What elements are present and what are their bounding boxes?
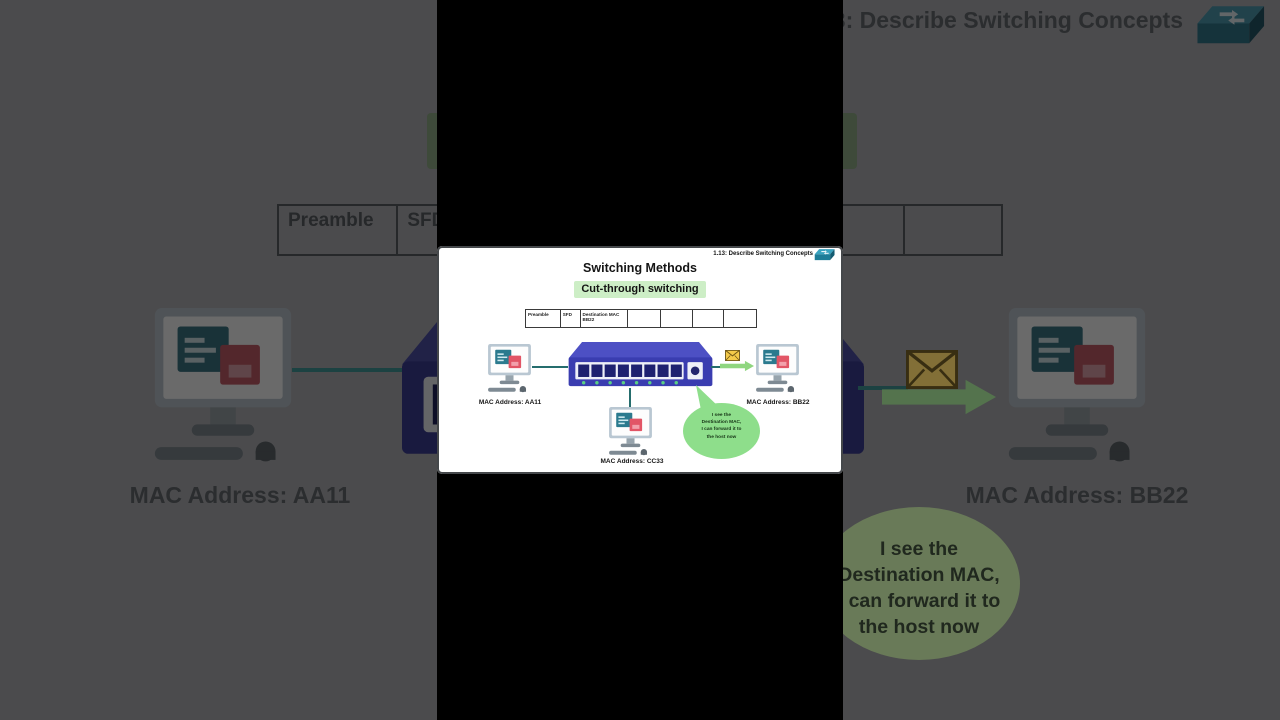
table-cell: Preamble xyxy=(279,206,399,254)
speech-bubble: I see the Destination MAC, I can forward… xyxy=(818,507,1020,660)
speech-bubble-line: Destination MAC, xyxy=(838,563,1000,586)
speech-bubble-line: I can forward it to xyxy=(837,589,1001,612)
table-cell: Preamble xyxy=(526,310,561,327)
green-arrow-right-icon xyxy=(720,360,754,372)
envelope-icon xyxy=(725,350,740,361)
table-cell xyxy=(661,310,693,327)
slide-subtitle: Cut-through switching xyxy=(574,281,706,298)
slide-cut-through-switching: 1.13: Describe Switching Concepts Switch… xyxy=(437,246,843,474)
table-cell xyxy=(724,310,756,327)
mac-address-label: MAC Address: BB22 xyxy=(965,482,1189,508)
speech-bubble-line: the host now xyxy=(858,615,980,638)
desktop-computer-icon xyxy=(487,344,532,394)
table-cell-subtext: BB22 xyxy=(582,317,595,322)
network-cable xyxy=(629,388,631,412)
table-cell xyxy=(809,206,905,254)
network-cable xyxy=(532,366,568,368)
desktop-computer-icon xyxy=(755,344,800,394)
table-cell xyxy=(628,310,661,327)
speech-bubble-line: the host now xyxy=(706,434,737,440)
frame-table: Preamble SFD Destination MAC BB22 xyxy=(525,309,757,328)
mac-address-label: MAC Address: BB22 xyxy=(746,399,810,406)
slide-title: Switching Methods xyxy=(583,261,697,275)
slide-subtitle-wrap: Cut-through switching xyxy=(437,281,843,298)
envelope-icon xyxy=(906,350,958,389)
table-cell xyxy=(905,206,1001,254)
table-cell: Destination MAC BB22 xyxy=(581,310,629,327)
network-cable xyxy=(858,386,908,390)
speech-bubble-line: I can forward it to xyxy=(701,427,742,433)
table-cell: SFD xyxy=(561,310,581,327)
desktop-computer-icon xyxy=(608,407,653,457)
network-switch-icon xyxy=(814,249,836,261)
video-area[interactable]: 1.13: Describe Switching Concepts Switch… xyxy=(437,0,843,720)
speech-bubble: I see the Destination MAC, I can forward… xyxy=(683,403,760,459)
speech-bubble-line: I see the xyxy=(711,413,732,418)
network-switch-icon xyxy=(1195,6,1269,46)
network-cable xyxy=(292,368,410,372)
table-cell-text: Destination MAC xyxy=(582,311,620,317)
desktop-computer-icon xyxy=(152,308,294,467)
desktop-computer-icon xyxy=(1006,308,1148,467)
speech-bubble-line: I see the xyxy=(879,538,959,560)
speech-bubble-line: Destination MAC, xyxy=(701,420,742,426)
network-cable xyxy=(711,366,725,368)
table-cell xyxy=(693,310,725,327)
lesson-title: 1.13: Describe Switching Concepts xyxy=(713,251,813,257)
mac-address-label: MAC Address: AA11 xyxy=(129,482,351,508)
mac-address-label: MAC Address: CC33 xyxy=(600,458,664,465)
mac-address-label: MAC Address: AA11 xyxy=(478,399,542,406)
background-lesson-title: 1.13: Describe Switching Concepts xyxy=(800,7,1183,33)
